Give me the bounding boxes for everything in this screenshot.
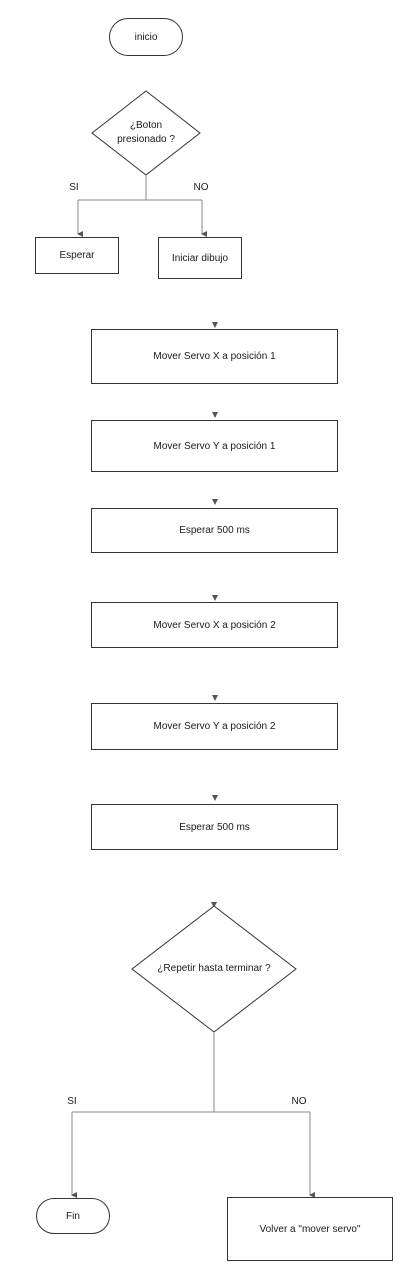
step-box: Mover Servo X a posición 2 bbox=[91, 602, 338, 648]
decision2-label: ¿Repetir hasta terminar ? bbox=[157, 963, 271, 974]
step-box: Esperar 500 ms bbox=[91, 804, 338, 850]
back-to-move-servo-box: Volver a "mover servo" bbox=[227, 1197, 393, 1261]
end-terminal: Fin bbox=[36, 1198, 110, 1234]
decision2-yes-label: SI bbox=[67, 1096, 77, 1107]
step-arrow-3 bbox=[212, 499, 218, 505]
decision1-no-label: NO bbox=[193, 182, 209, 193]
wait-box: Esperar bbox=[35, 237, 119, 274]
step-arrow-6 bbox=[212, 795, 218, 801]
step-arrow-4 bbox=[212, 595, 218, 601]
decision2-no-label: NO bbox=[291, 1096, 307, 1107]
decision1-yes-label: SI bbox=[69, 182, 79, 193]
start-draw-box: Iniciar dibujo bbox=[158, 237, 242, 279]
step-box: Mover Servo Y a posición 2 bbox=[91, 703, 338, 750]
step-box: Mover Servo X a posición 1 bbox=[91, 329, 338, 384]
step-arrow-1 bbox=[212, 322, 218, 328]
decision1-label: ¿Boton presionado ? bbox=[117, 120, 175, 145]
step-box: Esperar 500 ms bbox=[91, 508, 338, 553]
start-terminal: inicio bbox=[109, 18, 183, 56]
step-arrow-2 bbox=[212, 412, 218, 418]
decision2-arrow bbox=[211, 902, 217, 908]
step-box: Mover Servo Y a posición 1 bbox=[91, 420, 338, 472]
step-arrow-5 bbox=[212, 695, 218, 701]
